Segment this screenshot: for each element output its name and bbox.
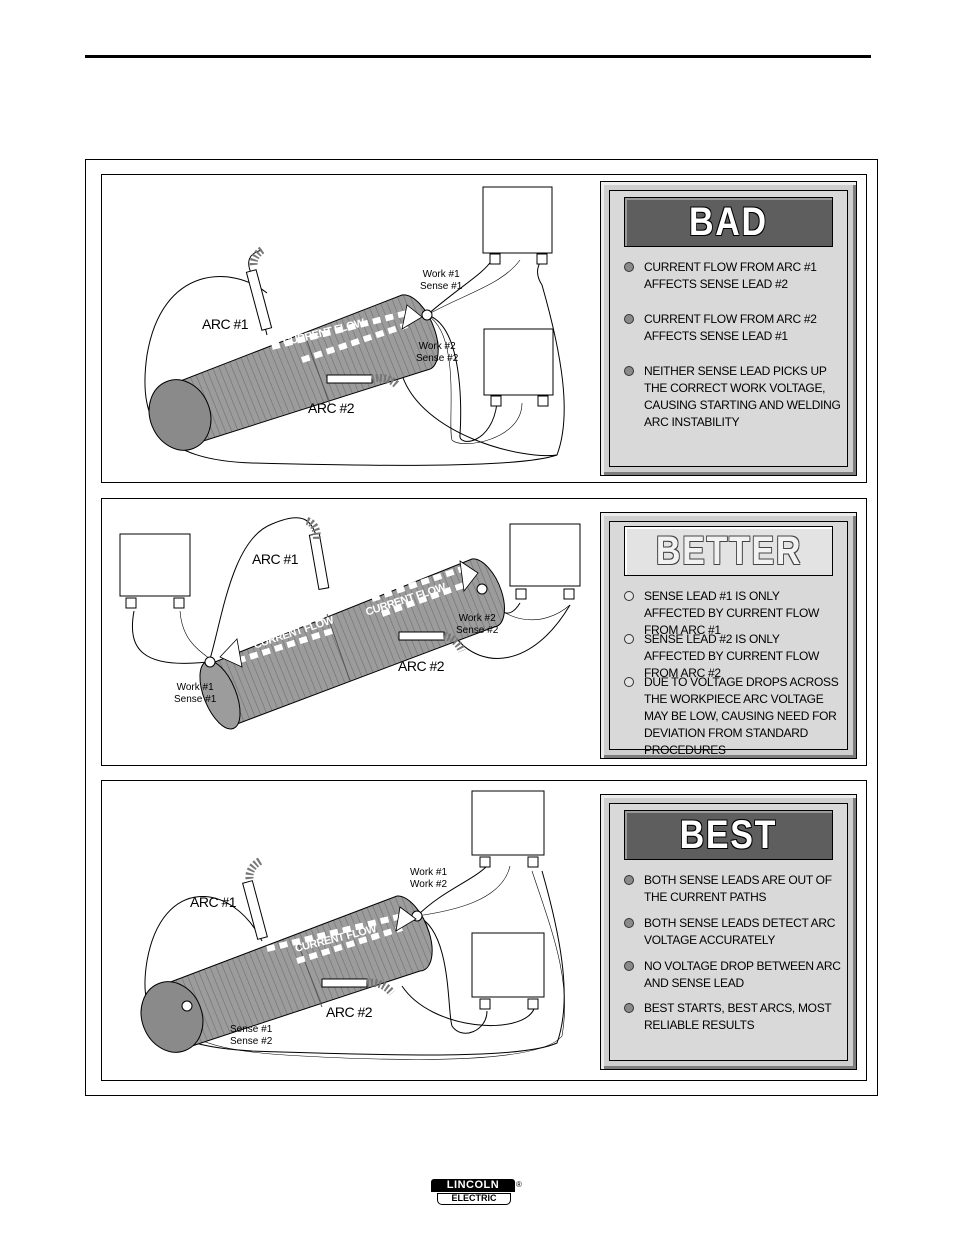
bullet-dot-icon	[624, 1003, 634, 1013]
bullet-dot-icon	[624, 634, 634, 644]
best-info-box: BEST BOTH SENSE LEADS ARE OUT OF THE CUR…	[600, 794, 857, 1070]
best-title-band: BEST	[624, 810, 833, 860]
logo-line1: LINCOLN	[431, 1179, 515, 1192]
bullet-dot-icon	[624, 918, 634, 928]
bad-title-band: BAD	[624, 197, 833, 247]
better-title-band: BETTER	[624, 526, 833, 576]
arc2-label: ARC #2	[326, 1004, 373, 1020]
better-diagram	[119, 517, 581, 730]
panel-better: ARC #1 ARC #2 CURRENT FLOW CURRENT FLOW …	[101, 498, 867, 766]
best-diagram	[140, 790, 565, 1060]
bullet-dot-icon	[624, 314, 634, 324]
arc1-label: ARC #1	[190, 894, 237, 910]
arc1-label: ARC #1	[252, 551, 299, 567]
bullet-dot-icon	[624, 591, 634, 601]
best-title: BEST	[679, 812, 778, 857]
arc2-label: ARC #2	[398, 658, 445, 674]
bullet-dot-icon	[624, 262, 634, 272]
bullet-dot-icon	[624, 961, 634, 971]
bad-info-box: BAD CURRENT FLOW FROM ARC #1 AFFECTS SEN…	[600, 181, 857, 476]
lincoln-electric-logo: LINCOLN ELECTRIC ®	[431, 1179, 523, 1207]
bad-title: BAD	[689, 199, 768, 244]
arc2-label: ARC #2	[308, 400, 355, 416]
bullet-dot-icon	[624, 875, 634, 885]
top-rule	[85, 55, 871, 58]
better-title: BETTER	[655, 528, 802, 573]
logo-line2: ELECTRIC	[437, 1193, 511, 1205]
bad-diagram	[144, 186, 565, 466]
arc1-label: ARC #1	[202, 316, 249, 332]
bullet-dot-icon	[624, 366, 634, 376]
figure-frame	[85, 159, 878, 1096]
better-info-box: BETTER SENSE LEAD #1 IS ONLY AFFECTED BY…	[600, 512, 857, 759]
bullet-dot-icon	[624, 677, 634, 687]
registered-mark: ®	[516, 1180, 522, 1189]
